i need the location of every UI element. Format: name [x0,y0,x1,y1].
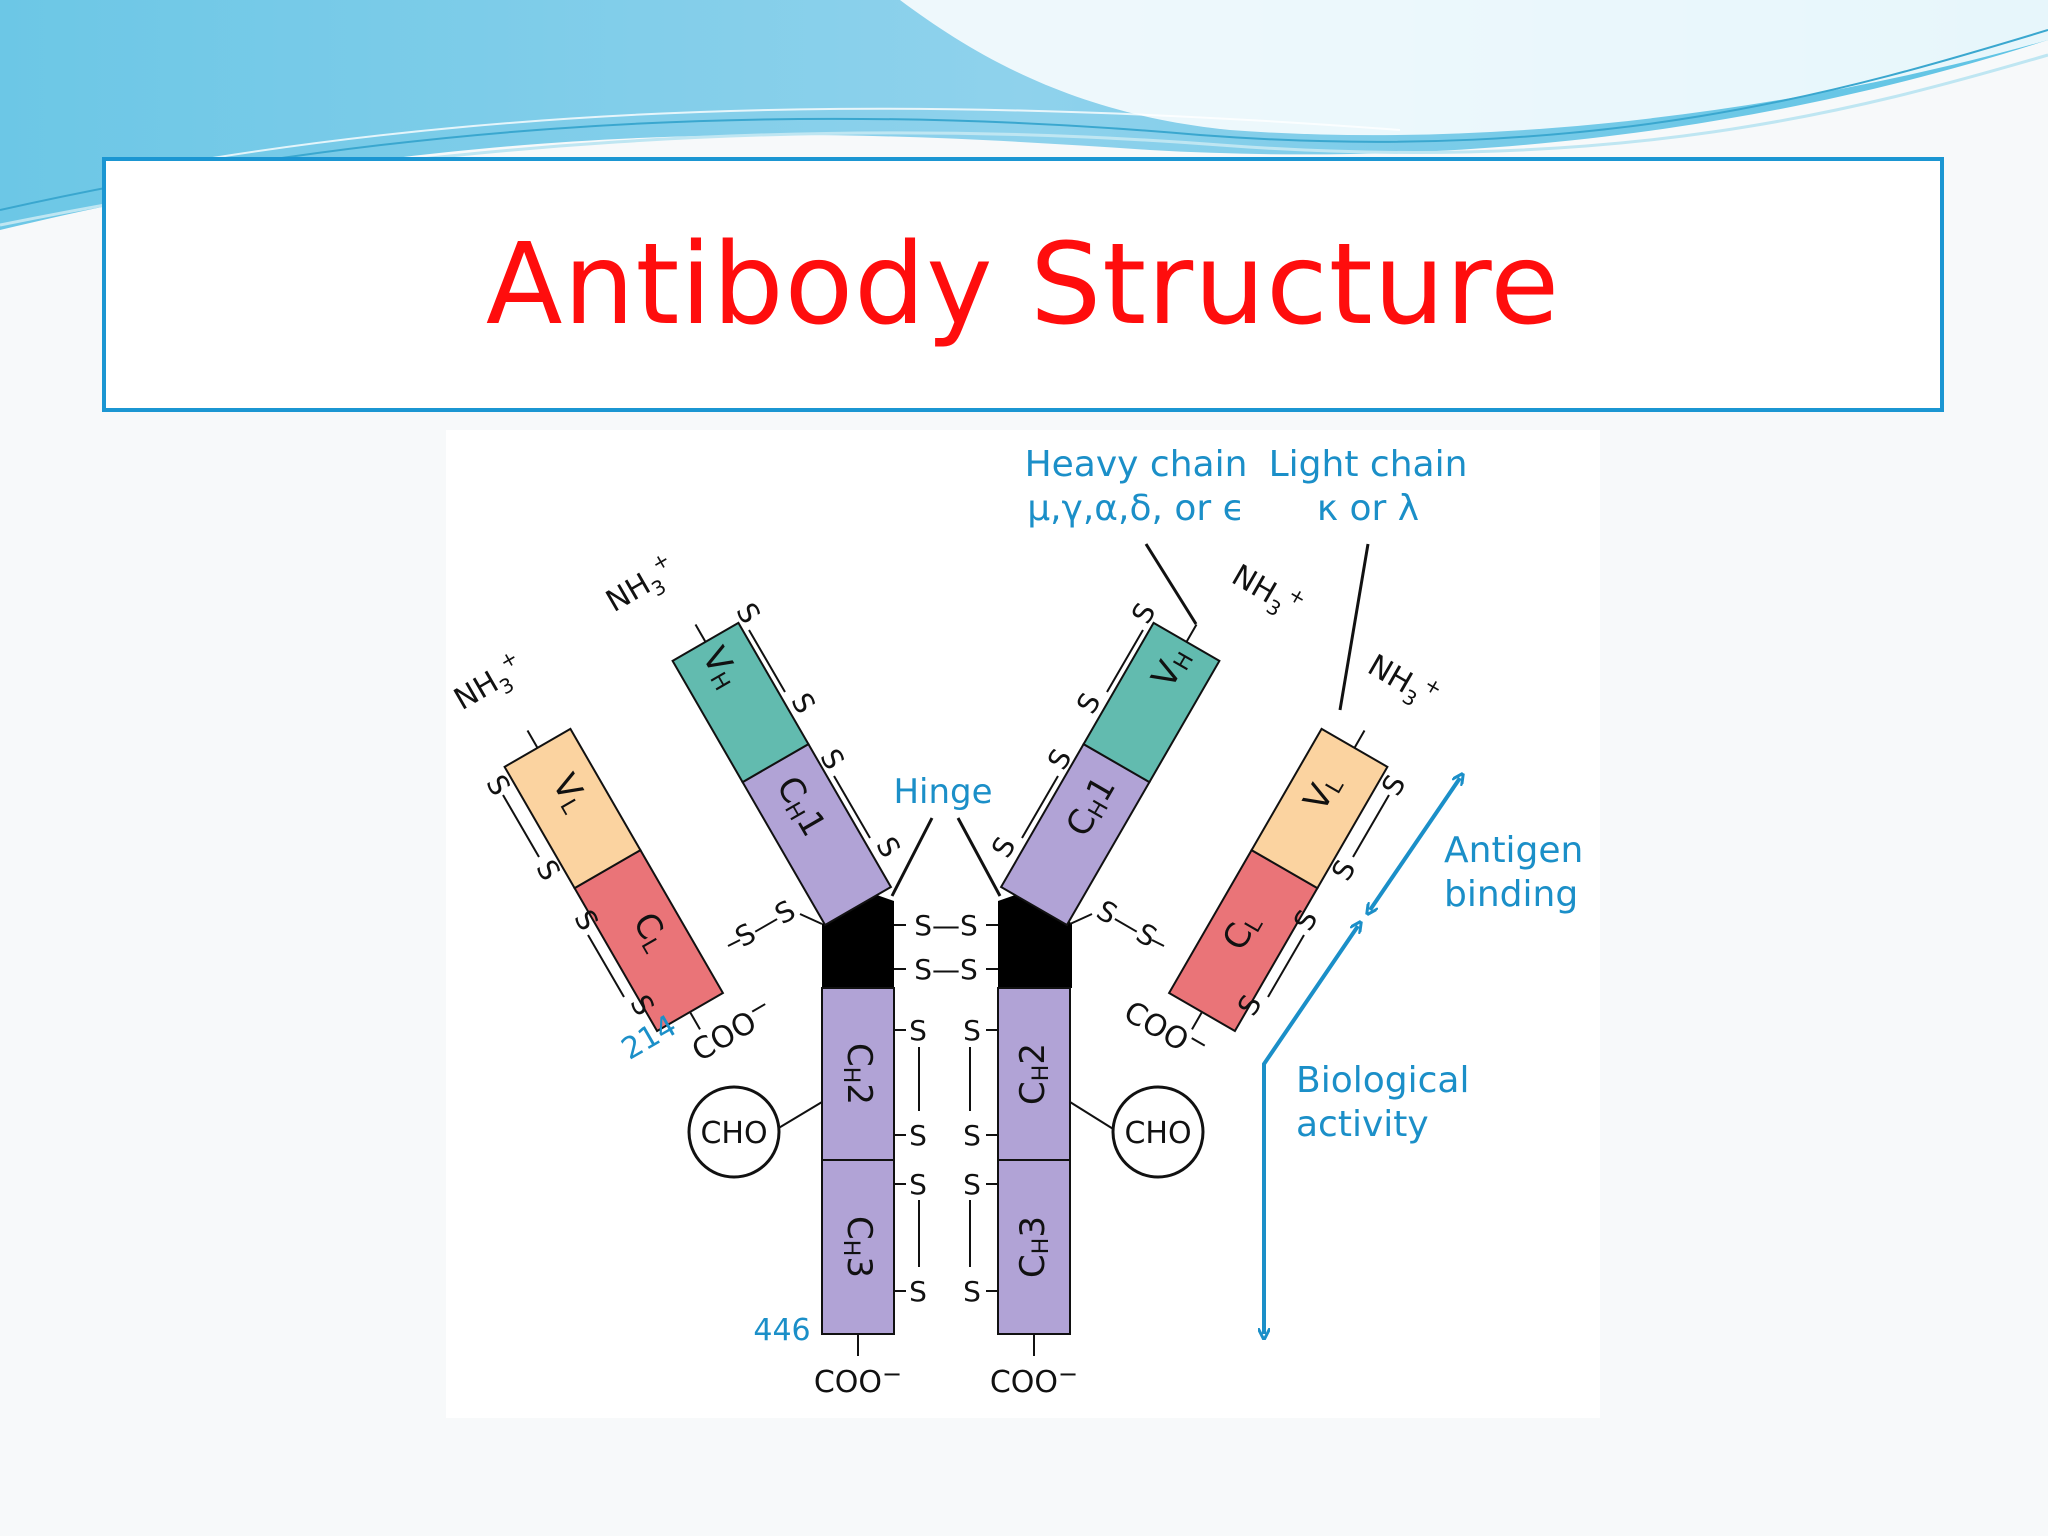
nh3-left-light: NH [448,665,504,718]
interchain-ss-right: S—S [1091,894,1163,954]
biological-activity-arrow [1264,926,1358,1334]
svg-text:COO−: COO− [990,1360,1078,1400]
light-chain-label: Light chain [1269,444,1468,485]
nh3-left-heavy-sup: + [647,547,674,576]
sulfur-vl-left-top: S [479,769,516,801]
sulfur-ch3-right-bottom: S [963,1275,981,1308]
nh3-right-heavy-sup: + [1284,582,1311,611]
hinge-disulfide-bonds: S—S S—S [894,909,998,986]
ch2-left-num: 2 [840,1083,880,1105]
ch3-left-label: C [840,1216,880,1240]
antigen-binding-line1: Antigen [1444,830,1583,871]
heavy-chain-label: Heavy chain [1025,444,1248,485]
sulfur-ch3-right-top: S [963,1168,981,1201]
svg-text:CH3: CH3 [838,1216,880,1278]
svg-text:CH2: CH2 [1013,1043,1055,1105]
svg-text:CH3: CH3 [1013,1216,1055,1278]
carbohydrate-right: CHO [1069,1085,1205,1179]
sulfur-ch2-left-top: S [909,1014,927,1047]
ch3-right-label: C [1013,1254,1053,1278]
right-heavy-chain-arm [999,621,1221,927]
interchain-ss-left: S—S [729,894,801,954]
antibody-diagram-panel: CH2 CH3 CH2 CH3 S—S S—S [446,430,1600,1418]
nh3-left-heavy: NH [600,567,656,620]
right-light-chain-arm [1167,727,1389,1033]
coo-heavy-left-charge: − [882,1360,902,1388]
hinge-label: Hinge [893,772,992,812]
hinge-ss-bond-1: S—S [914,909,978,942]
ch3-left-num: 3 [840,1256,880,1278]
coo-light-right: COO [1118,995,1195,1059]
nh3-left-light-sup: + [495,645,522,674]
sulfur-ch2-right-top: S [963,1014,981,1047]
left-light-chain-arm [503,727,725,1033]
stem-intrachain-disulfides [894,1029,998,1292]
left-heavy-chain-arm [671,621,893,927]
slide-title: Antibody Structure [485,219,1561,350]
svg-text:NH3+: NH3+ [446,645,533,722]
sulfur-ch2-left-bottom: S [909,1119,927,1152]
ch2-right-label: C [1013,1081,1053,1105]
sulfur-vl-right-top: S [1375,769,1412,801]
heavy-chain-residue-count: 446 [753,1313,810,1348]
sulfur-ch3-left-top: S [909,1168,927,1201]
heavy-chain-c-termini: COO− COO− [814,1334,1078,1400]
ch2-left-label: C [840,1043,880,1067]
light-chain-classes: κ or λ [1317,488,1419,529]
cho-left-label: CHO [700,1116,767,1151]
biological-activity-line2: activity [1296,1104,1429,1145]
svg-text:NH3+: NH3+ [1223,553,1311,630]
ch3-right-sub: H [1029,1238,1054,1255]
sulfur-ch2-right-bottom: S [963,1119,981,1152]
coo-heavy-right: COO [990,1365,1058,1400]
svg-text:NH3+: NH3+ [597,547,685,624]
coo-heavy-right-charge: − [1058,1360,1078,1388]
coo-heavy-left: COO [814,1365,882,1400]
ch3-left-sub: H [838,1240,863,1257]
hinge-ss-bond-2: S—S [914,953,978,986]
cho-right-label: CHO [1124,1116,1191,1151]
ch3-right-num: 3 [1013,1216,1053,1238]
svg-text:CH2: CH2 [838,1043,880,1105]
antigen-binding-line2: binding [1444,874,1578,915]
nh3-right-light-sup: + [1420,672,1447,701]
svg-text:NH3+: NH3+ [1359,643,1447,720]
sulfur-vl-right-bottom: S [1325,854,1362,886]
ch2-left-sub: H [838,1067,863,1084]
antibody-diagram: CH2 CH3 CH2 CH3 S—S S—S [446,444,1583,1400]
header-wave-decoration [0,0,2048,230]
carbohydrate-left: CHO [687,1085,823,1179]
domain-ch2-left [821,987,895,1161]
sulfur-ch3-left-bottom: S [909,1275,927,1308]
biological-activity-line1: Biological [1296,1060,1469,1101]
svg-text:COO−: COO− [814,1360,902,1400]
sulfur-vl-left-bottom: S [529,854,566,886]
title-frame: Antibody Structure [102,157,1944,412]
ch2-right-num: 2 [1013,1043,1053,1065]
antigen-binding-arrow [1370,778,1460,910]
heavy-chain-classes: μ,γ,α,δ, or ϵ [1027,488,1245,529]
ch2-right-sub: H [1029,1065,1054,1082]
